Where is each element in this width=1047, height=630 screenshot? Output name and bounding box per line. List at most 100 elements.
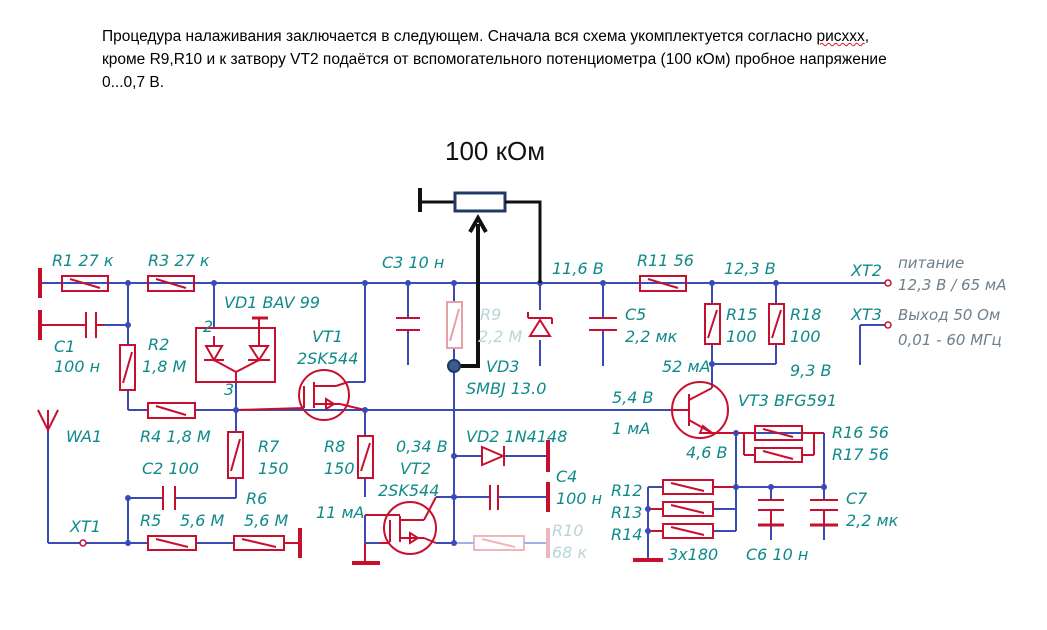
label-c5: C5 <box>625 305 646 324</box>
label-wa1: WA1 <box>66 427 102 446</box>
label-r9: R9 <box>480 305 501 324</box>
resistor-r7 <box>227 431 244 479</box>
label-c1: C1 <box>54 337 75 356</box>
probe-point <box>447 359 461 373</box>
label-vt1-type: 2SK544 <box>297 349 358 368</box>
label-r7-value: 150 <box>258 459 289 478</box>
label-r14: R14 <box>611 525 642 544</box>
current-1: 1 мА <box>612 419 650 438</box>
label-vd3-type: SMBJ 13.0 <box>466 379 546 398</box>
label-r7: R7 <box>258 437 280 456</box>
resistor-r18 <box>768 303 785 345</box>
label-r12-14-value: 3x180 <box>668 545 718 564</box>
transistor-vt1 <box>235 369 366 421</box>
components <box>37 268 838 565</box>
label-r13: R13 <box>611 503 642 522</box>
label-r6: R6 <box>246 489 267 508</box>
label-r18-value: 100 <box>790 327 821 346</box>
label-c1-value: 100 н <box>54 357 100 376</box>
label-r4: R4 1,8 М <box>140 427 211 446</box>
resistor-r12 <box>662 479 714 495</box>
label-pin3: 3 <box>224 380 234 399</box>
potentiometer-body <box>453 191 507 213</box>
resistor-r17 <box>754 447 803 463</box>
current-11: 11 мА <box>316 503 364 522</box>
diode-vd2 <box>481 445 506 467</box>
resistor-r9 <box>446 301 463 349</box>
instruction-paragraph: Процедура налаживания заключается в след… <box>102 25 902 94</box>
connector-xt2 <box>884 279 892 287</box>
resistor-r4 <box>147 402 196 419</box>
voltage-5-4: 5,4 В <box>612 388 654 407</box>
resistor-r13 <box>662 501 714 517</box>
power-value: 12,3 В / 65 мА <box>898 276 1006 294</box>
label-r2-value: 1,8 М <box>142 357 187 376</box>
label-vt3: VT3 BFG591 <box>738 391 837 410</box>
label-c3: C3 10 н <box>382 253 444 272</box>
label-r10: R10 <box>552 521 583 540</box>
resistor-r5 <box>147 535 197 551</box>
resistor-r15 <box>704 303 721 345</box>
label-xt1: XT1 <box>69 517 101 536</box>
label-r15: R15 <box>726 305 757 324</box>
label-r6-value: 5,6 М <box>244 511 289 530</box>
current-52: 52 мА <box>662 357 710 376</box>
resistor-r11 <box>639 275 687 292</box>
label-vd1: VD1 BAV 99 <box>224 293 320 312</box>
resistor-r2 <box>119 344 136 391</box>
resistor-r8 <box>357 435 374 479</box>
label-r2: R2 <box>148 335 169 354</box>
label-vt1: VT1 <box>312 327 343 346</box>
voltage-11-6: 11,6 В <box>552 259 604 278</box>
label-r9-value: 2,2 М <box>478 327 523 346</box>
voltage-12-3: 12,3 В <box>724 259 776 278</box>
wiper-arrow-icon <box>468 213 488 233</box>
zener-vd3 <box>527 312 553 337</box>
resistor-r6 <box>233 535 285 551</box>
power-label: питание <box>898 254 964 272</box>
resistor-r14 <box>662 523 714 539</box>
label-pin2: 2 <box>203 317 213 336</box>
voltage-9-3: 9,3 В <box>790 361 832 380</box>
label-r5: R5 <box>140 511 161 530</box>
output-label: Выход 50 Ом <box>898 306 1000 324</box>
transistor-vt3 <box>671 381 736 439</box>
label-c7-value: 2,2 мк <box>846 511 899 530</box>
transistor-vt2 <box>365 496 437 555</box>
diode-vd1 <box>195 327 276 383</box>
instruction-text-2: , кроме R9,R10 и к затвору VT2 подаётся … <box>102 28 887 91</box>
voltage-0-34: 0,34 В <box>396 437 448 456</box>
potentiometer-label: 100 кОм <box>445 136 545 166</box>
label-vt2: VT2 <box>400 459 431 478</box>
label-c6: C6 10 н <box>746 545 808 564</box>
label-r11: R11 56 <box>637 251 694 270</box>
connector-xt1 <box>79 539 87 547</box>
label-r18: R18 <box>790 305 821 324</box>
label-r5-value: 5,6 М <box>180 511 225 530</box>
label-vd3: VD3 <box>486 357 519 376</box>
potentiometer-overlay <box>418 188 542 373</box>
label-c5-value: 2,2 мк <box>625 327 678 346</box>
label-r15-value: 100 <box>726 327 757 346</box>
label-c7: C7 <box>846 489 868 508</box>
connector-xt3 <box>884 321 892 329</box>
label-c2: C2 100 <box>142 459 199 478</box>
label-c4: C4 <box>556 467 577 486</box>
label-r8-value: 150 <box>324 459 355 478</box>
resistor-r1 <box>61 275 109 292</box>
junction-dots <box>125 280 827 546</box>
label-r17: R17 56 <box>832 445 889 464</box>
label-vt2-type: 2SK544 <box>378 481 439 500</box>
label-r3: R3 27 к <box>148 251 210 270</box>
label-r16: R16 56 <box>832 423 889 442</box>
instruction-text-1: Процедура налаживания заключается в след… <box>102 28 817 45</box>
label-r8: R8 <box>324 437 345 456</box>
resistor-r3 <box>147 275 195 292</box>
misspelled-word: рисххх <box>816 28 865 45</box>
output-value: 0,01 - 60 МГц <box>898 331 1002 349</box>
label-xt2: XT2 <box>850 261 882 280</box>
wires <box>40 282 888 560</box>
label-c4-value: 100 н <box>556 489 602 508</box>
resistor-r10 <box>473 535 525 551</box>
